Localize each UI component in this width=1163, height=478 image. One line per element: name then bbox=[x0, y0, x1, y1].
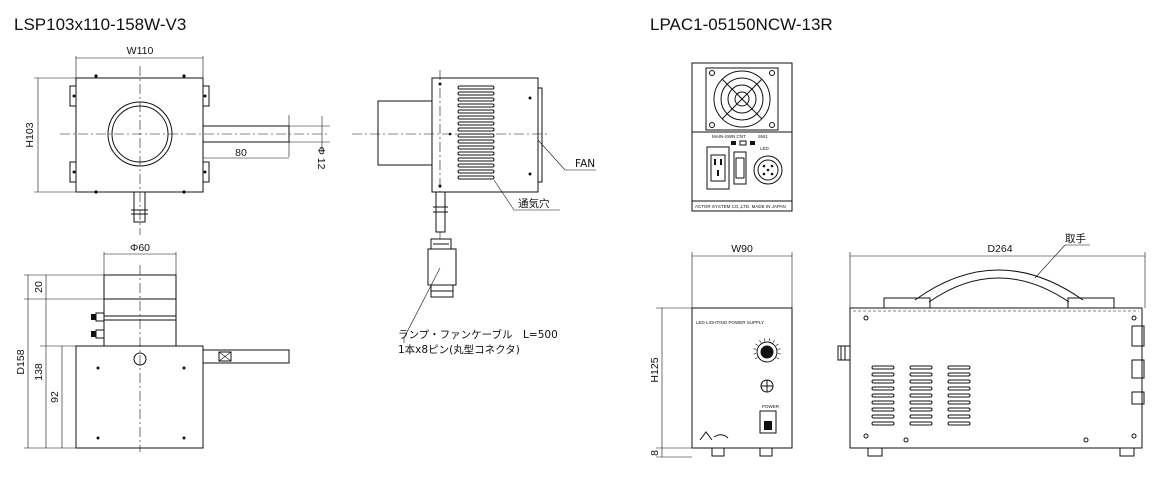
dial-tick bbox=[775, 343, 779, 346]
vent-slot bbox=[909, 379, 933, 384]
dim-arm-diameter: Φ 12 bbox=[315, 147, 327, 170]
dim-foot-power: 8 bbox=[649, 450, 661, 456]
vent-slot bbox=[871, 400, 895, 405]
vent-slot bbox=[457, 139, 495, 144]
dim-height-lamp: H103 bbox=[24, 122, 36, 147]
dial-tick bbox=[768, 338, 770, 342]
vent-slot bbox=[947, 414, 971, 419]
vent-slot bbox=[909, 365, 933, 370]
dim-arm-length: 80 bbox=[235, 147, 247, 159]
lamp-model-title: LSP103x110-158W-V3 bbox=[14, 15, 186, 34]
vent-slot bbox=[871, 372, 895, 377]
vent-slot bbox=[457, 115, 495, 120]
dim-height-138: 138 bbox=[33, 363, 45, 381]
vent-slot bbox=[909, 393, 933, 398]
vent-slot bbox=[947, 407, 971, 412]
dial-tick bbox=[772, 340, 775, 343]
dim-depth-power: D264 bbox=[987, 243, 1012, 255]
vent-label: 通気穴 bbox=[518, 197, 550, 210]
power-model-title: LPAC1-05150NCW-13R bbox=[650, 15, 833, 34]
vent-slot bbox=[871, 407, 895, 412]
vent-slot bbox=[871, 393, 895, 398]
fan-label: FAN bbox=[575, 158, 595, 170]
vent-slot bbox=[909, 421, 933, 426]
rear-maker-label: ACTOR SYSTEM CO.,LTD. MADE IN JAPAN bbox=[695, 204, 786, 209]
vent-slot bbox=[457, 103, 495, 108]
power-switch-label: POWER bbox=[762, 404, 780, 409]
dim-height-power: H125 bbox=[649, 357, 661, 382]
vent-slot bbox=[457, 163, 495, 168]
vent-slot bbox=[457, 145, 495, 150]
rear-led-label: LED bbox=[760, 146, 770, 151]
dial-tick bbox=[755, 343, 759, 346]
vent-slot bbox=[457, 175, 495, 180]
vent-slot bbox=[457, 133, 495, 138]
dim-lamp-diameter: Φ60 bbox=[130, 242, 150, 254]
dial-tick bbox=[759, 340, 762, 343]
vent-slot bbox=[909, 407, 933, 412]
vent-slot bbox=[947, 372, 971, 377]
vent-slot bbox=[457, 127, 495, 132]
vent-slot bbox=[871, 365, 895, 370]
power-side-view: D264 取手 bbox=[837, 232, 1146, 457]
cable-note-line1: ランプ・ファンケーブル L=500 bbox=[398, 328, 558, 341]
vent-slot bbox=[947, 393, 971, 398]
vent-slot bbox=[457, 91, 495, 96]
vent-slot bbox=[457, 97, 495, 102]
vent-slot bbox=[947, 400, 971, 405]
dim-width-lamp: W110 bbox=[127, 45, 154, 57]
lamp-side-view: FAN 通気穴 bbox=[352, 70, 596, 343]
vent-slot bbox=[871, 421, 895, 426]
vent-slot bbox=[909, 400, 933, 405]
dim-height-20: 20 bbox=[33, 281, 45, 293]
vent-slot bbox=[457, 151, 495, 156]
dial-tick bbox=[777, 348, 781, 350]
vent-slot bbox=[871, 414, 895, 419]
vent-slot bbox=[909, 372, 933, 377]
vent-slot bbox=[909, 414, 933, 419]
vent-slot bbox=[457, 121, 495, 126]
vent-slot bbox=[947, 379, 971, 384]
dial-tick bbox=[754, 357, 758, 360]
vent-slot bbox=[457, 169, 495, 174]
cable-note-line2: 1本x8ピン(丸型コネクタ) bbox=[398, 343, 520, 356]
lamp-front-view: W110 H103 80 Φ 12 bbox=[24, 45, 330, 235]
vent-slot bbox=[457, 157, 495, 162]
vent-slot bbox=[457, 85, 495, 90]
dim-total-height: D158 bbox=[15, 349, 27, 374]
vent-slot bbox=[947, 386, 971, 391]
vent-slot bbox=[457, 109, 495, 114]
power-front-view: W90 H125 8 LED LIGHTING POWER SUPPLY POW… bbox=[649, 243, 793, 458]
rear-main-label: MAIN-SWN CNT bbox=[712, 134, 746, 139]
rear-sw-label: SW1 bbox=[758, 134, 768, 139]
dim-width-power: W90 bbox=[731, 243, 753, 255]
vent-slot bbox=[909, 386, 933, 391]
dial-tick bbox=[753, 348, 757, 350]
lamp-elevation-view: Φ60 D158 20 138 92 bbox=[15, 242, 290, 452]
front-label: LED LIGHTING POWER SUPPLY bbox=[696, 320, 764, 325]
dial-tick bbox=[776, 357, 780, 360]
vent-slot bbox=[947, 365, 971, 370]
dial-tick bbox=[764, 338, 766, 342]
handle-label: 取手 bbox=[1065, 232, 1086, 245]
vent-slot bbox=[947, 421, 971, 426]
dim-height-92: 92 bbox=[49, 391, 61, 403]
vent-slot bbox=[871, 379, 895, 384]
vent-slot bbox=[871, 386, 895, 391]
power-rear-view: MAIN-SWN CNT SW1 LED ACTOR SYSTEM CO.,LT… bbox=[691, 62, 793, 212]
